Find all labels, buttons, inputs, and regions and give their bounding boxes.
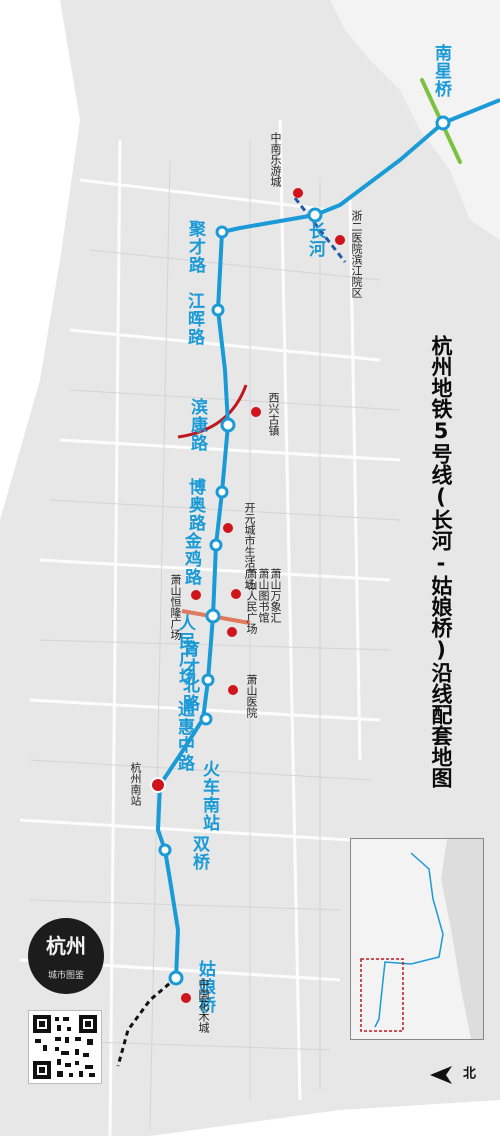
brand-badge: 杭州 城市图鉴 [28,918,104,994]
poi-label-xixing: 西兴古镇 [267,392,280,436]
station-marker-shuangqiao [158,843,172,857]
north-arrow-icon [430,1066,452,1084]
poi-label-tushuguan: 萧山图书馆 [257,568,270,623]
poi-markers [181,188,345,1003]
station-marker-renminguangchang [205,608,221,624]
road-network [19,119,401,1137]
station-marker-binkanglu [220,417,236,433]
station-label-nanxingqiao: 南星桥 [431,44,451,98]
station-marker-tonghuizhonglu [199,712,213,726]
station-markers [158,115,451,986]
station-marker-jucailu [215,225,229,239]
station-label-tonghuizhonglu: 通惠中路 [174,700,194,772]
station-marker-changhe [307,207,323,223]
transfer-line-binkanglu [177,384,248,439]
poi-marker-zheer [335,235,345,245]
poi-label-zhongnan: 中南乐游城 [269,132,282,187]
poi-marker-huamucheng [181,993,191,1003]
poi-label-hangzhounanzhan: 杭州南站 [129,762,142,806]
station-marker-yucaibeilu [201,673,215,687]
station-marker-guniangqiao [168,970,184,986]
station-marker-jinjilu [209,538,223,552]
brand-badge-sub: 城市图鉴 [47,971,84,981]
poi-label-huamucheng: 中国花木城 [197,978,210,1033]
station-label-jucailu: 聚才路 [185,220,205,274]
inset-highlight-box [360,958,404,1032]
line5-route [156,98,500,979]
station-label-jinjilu: 金鸡路 [181,532,201,586]
station-label-changhe: 长河 [305,222,325,258]
poi-label-renmin: 萧山人民广场 [245,568,258,634]
poi-label-henglong: 萧山恒隆广场 [169,574,182,640]
station-label-renminguangchang: 人民广场 [175,614,195,686]
brand-badge-main: 杭州 [46,934,86,958]
map-title: 杭州地铁5号线(长河-姑娘桥)沿线配套地图 [429,335,453,788]
station-label-jianghuilu: 江晖路 [184,292,204,346]
transfer-line-changhe [293,197,347,263]
poi-marker-renmin [231,589,241,599]
station-label-binkanglu: 滨康路 [187,398,207,452]
poi-label-yiyuan: 萧山医院 [245,674,258,718]
road-network-minor [29,140,401,1131]
poi-marker-wanxianghui [227,627,237,637]
poi-label-wanxianghui: 萧山万象汇 [269,568,282,623]
overview-inset-svg [360,839,483,1039]
station-label-guniangqiao: 姑娘桥 [195,960,215,1014]
overview-inset-map [350,838,484,1040]
station-label-shuangqiao: 双桥 [189,835,209,871]
poi-label-kaiyuan: 开元城市生活广场 [243,502,256,590]
inset-river [441,839,483,1039]
station-label-boaolu: 博奥路 [185,478,205,532]
river-area [330,0,500,240]
station-label-huochenanzhan: 火车南站 [199,760,219,832]
inset-line5 [374,852,444,1028]
poi-marker-xixing [251,407,261,417]
poi-label-zheer: 浙二医院滨江院区 [350,210,363,298]
station-marker-huochenanzhan [150,777,166,793]
north-label: 北 [460,1066,475,1079]
station-label-yucaibeilu: 育才北路 [179,640,199,712]
station-marker-jianghuilu [211,303,225,317]
poi-marker-henglong [191,590,201,600]
qr-code[interactable] [28,1010,102,1084]
poi-marker-zhongnan [293,188,303,198]
station-marker-boaolu [215,485,229,499]
poi-marker-kaiyuan [223,523,233,533]
station-marker-nanxingqiao [435,115,451,131]
poi-marker-yiyuan [228,685,238,695]
